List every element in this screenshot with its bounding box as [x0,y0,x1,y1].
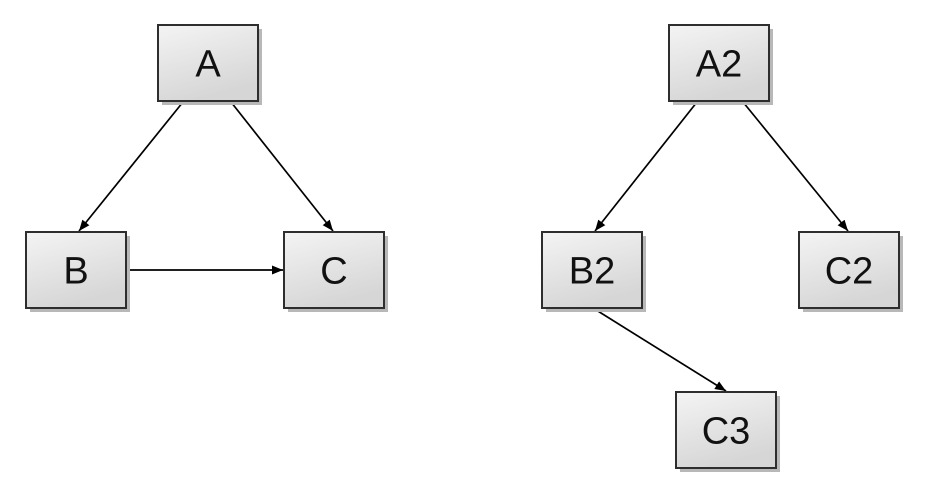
node-label: A2 [696,43,742,85]
node-box [283,231,385,309]
node-box [157,24,259,102]
node-A[interactable]: A [157,24,262,105]
edge-A2-to-B2[interactable] [594,101,698,232]
node-C2[interactable]: C2 [798,231,903,312]
node-box [668,24,770,102]
edge-A-to-B[interactable] [78,101,184,232]
node-B2[interactable]: B2 [541,231,646,312]
node-B[interactable]: B [25,231,130,312]
edge-A-to-C[interactable] [230,101,334,232]
node-box [675,391,777,469]
node-C3[interactable]: C3 [675,391,780,472]
node-label: C2 [825,250,874,292]
edge-A2-to-C2[interactable] [742,101,849,232]
node-label: B [63,250,88,292]
node-label: C [320,250,347,292]
node-box [798,231,900,309]
node-label: C3 [702,410,751,452]
node-box [541,231,643,309]
edge-B2-to-C3[interactable] [592,307,727,392]
graph-left: A B C [25,24,388,312]
node-box [25,231,127,309]
node-label: A [195,43,221,85]
node-label: B2 [569,250,615,292]
node-C[interactable]: C [283,231,388,312]
node-A2[interactable]: A2 [668,24,773,105]
